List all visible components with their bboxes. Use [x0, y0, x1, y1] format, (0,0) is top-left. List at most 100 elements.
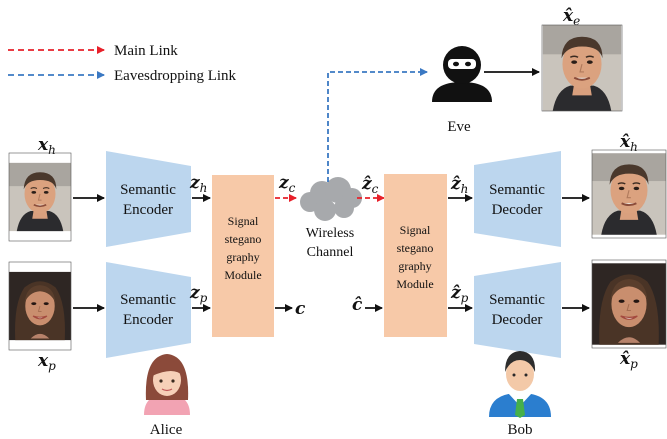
alice-module-label-line-2: stegano — [225, 232, 262, 246]
eve-mask-slit — [448, 59, 476, 69]
z-p-hat-label-text: ẑp — [450, 283, 469, 305]
woman-avatar-icon — [144, 354, 190, 415]
bob-module-label-line-2: stegano — [397, 241, 434, 255]
z-p-label-text: zp — [189, 283, 208, 305]
man-avatar-icon — [489, 351, 551, 418]
eavesdropping-link-path — [327, 68, 428, 182]
bob-face — [506, 357, 534, 391]
alice-mouth — [161, 388, 173, 392]
semantic-decoder-top-label-line-1: Semantic — [489, 182, 545, 198]
z-p-label-subscript: p — [200, 291, 208, 305]
output-x-p-hat-label: x̂p — [619, 349, 638, 371]
semantic-decoder-bottom-label-line-1: Semantic — [489, 292, 545, 308]
c-hat-label: ĉ — [352, 295, 363, 315]
eve-label: Eve — [447, 119, 471, 135]
input-image-x-p — [9, 271, 71, 341]
output-x-p-hat-label-text: x̂p — [619, 349, 638, 371]
z-c-label: zc — [278, 173, 296, 195]
eve-output-label-text: x̂e — [562, 6, 580, 28]
eve-output-label-symbol: x̂ — [562, 6, 574, 26]
alice-module-label-line-4: Module — [224, 268, 261, 282]
output-x-h-hat-label-text: x̂h — [619, 132, 638, 154]
alice-fringe — [152, 360, 183, 376]
z-c-label-text: zc — [278, 173, 296, 195]
input-x-h-label-subscript: h — [48, 143, 56, 157]
eve-eye-left — [453, 61, 459, 67]
semantic-decoder-top-label-line-2: Decoder — [492, 202, 543, 218]
input-x-p-label-subscript: p — [48, 359, 56, 373]
z-h-hat-label-text: ẑh — [450, 174, 468, 196]
c-label: c — [295, 299, 306, 319]
cloud-puff-6 — [314, 199, 336, 221]
cloud-icon — [300, 177, 362, 221]
eve-output-image-frame — [541, 24, 623, 112]
z-c-hat-label-text: ẑc — [361, 174, 379, 196]
c-hat-label-symbol: ĉ — [352, 295, 363, 315]
z-c-hat-label-subscript: c — [372, 182, 379, 196]
alice-module-label-line-1: Signal — [228, 214, 259, 228]
output-x-p-hat-label-subscript: p — [630, 357, 638, 371]
input-x-p-label-text: xp — [37, 351, 56, 373]
eve-output-image — [542, 25, 622, 111]
input-x-h-label-symbol: x — [37, 135, 49, 155]
z-h-hat-label-symbol: ẑ — [450, 174, 461, 194]
alice-module-label-line-3: graphy — [226, 250, 259, 264]
bob-steganography-module — [384, 174, 447, 337]
bob-hair — [505, 351, 536, 372]
z-p-label-symbol: z — [189, 283, 200, 303]
semantic-decoder-bottom — [474, 262, 561, 358]
z-h-label-symbol: z — [189, 173, 200, 193]
z-c-hat-label-symbol: ẑ — [361, 174, 372, 194]
input-image-x-h-frame — [8, 152, 72, 242]
input-image-x-h — [9, 161, 71, 233]
output-image-x-h-hat — [592, 152, 666, 236]
semantic-encoder-top-label-line-1: Semantic — [120, 182, 176, 198]
z-h-hat-label-subscript: h — [461, 182, 469, 196]
z-p-hat-label: ẑp — [450, 283, 469, 305]
z-c-label-subscript: c — [289, 181, 296, 195]
z-h-label: zh — [189, 173, 207, 195]
alice-label: Alice — [150, 422, 183, 438]
output-x-h-hat-label-symbol: x̂ — [619, 132, 631, 152]
output-x-p-hat-label-symbol: x̂ — [619, 349, 631, 369]
bob-eye-left — [512, 373, 516, 377]
input-x-h-label: xh — [37, 135, 56, 157]
c-label-symbol: c — [295, 299, 306, 319]
semantic-encoder-bottom-label-line-1: Semantic — [120, 292, 176, 308]
hacker-icon — [432, 46, 492, 102]
bob-module-label-line-3: graphy — [398, 259, 431, 273]
semantic-encoder-top-label-line-2: Encoder — [123, 202, 173, 218]
alice-eye-left — [159, 379, 163, 383]
wireless-channel-label-line-1: Wireless — [306, 226, 354, 241]
c-label-text: c — [295, 299, 306, 319]
z-h-label-subscript: h — [200, 181, 208, 195]
output-image-x-p-hat — [592, 262, 666, 346]
bob-label: Bob — [507, 422, 532, 438]
output-x-h-hat-label: x̂h — [619, 132, 638, 154]
eve-output-label-subscript: e — [573, 14, 580, 28]
semantic-encoder-bottom-label-line-2: Encoder — [123, 312, 173, 328]
semantic-encoder-bottom — [106, 262, 191, 358]
input-x-p-label-symbol: x — [37, 351, 49, 371]
legend-main-link-label: Main Link — [114, 43, 178, 59]
z-h-hat-label: ẑh — [450, 174, 468, 196]
semantic-encoder-top — [106, 151, 191, 247]
z-p-hat-label-symbol: ẑ — [450, 283, 461, 303]
bob-eye-right — [524, 373, 528, 377]
z-c-label-symbol: z — [278, 173, 289, 193]
c-hat-label-text: ĉ — [352, 295, 363, 315]
z-p-hat-label-subscript: p — [461, 291, 469, 305]
semantic-decoder-top — [474, 151, 561, 247]
z-p-label: zp — [189, 283, 208, 305]
bob-tie — [515, 399, 525, 418]
bob-module-label-line-1: Signal — [400, 223, 431, 237]
input-x-h-label-text: xh — [37, 135, 56, 157]
output-x-h-hat-label-subscript: h — [630, 140, 638, 154]
legend-eavesdropping-link-label: Eavesdropping Link — [114, 68, 237, 84]
eve-output-label: x̂e — [562, 6, 580, 28]
input-image-x-p-frame — [8, 261, 72, 351]
alice-eye-right — [171, 379, 175, 383]
alice-steganography-module — [212, 175, 274, 337]
